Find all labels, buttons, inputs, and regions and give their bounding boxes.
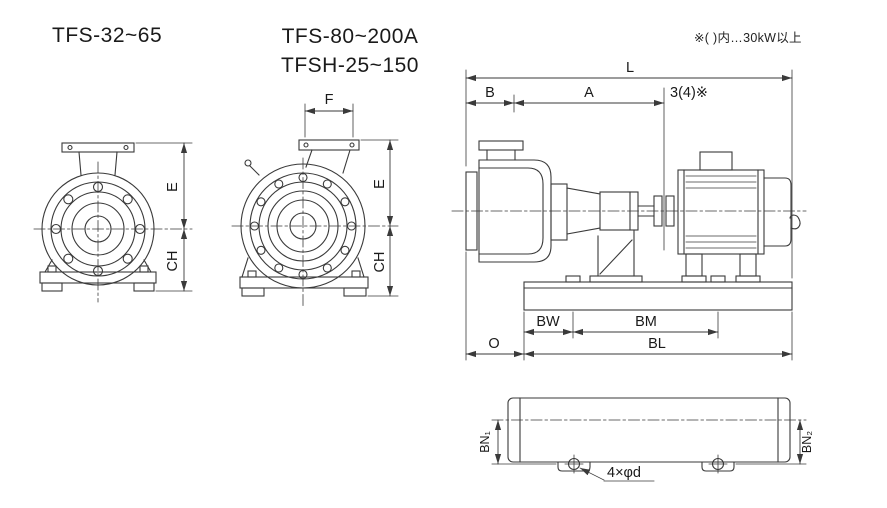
dim-label-a: A <box>584 85 594 101</box>
motor-foot-front <box>685 253 703 277</box>
dim-label-o: O <box>488 336 499 352</box>
dim-label-bn2: BN₂ <box>800 431 814 453</box>
suction-flange <box>298 139 360 151</box>
bearing-housing <box>599 191 639 231</box>
seal-housing <box>550 183 568 241</box>
dim-label-coupling-gap: 3(4)※ <box>670 85 708 101</box>
suction-flange <box>465 171 478 251</box>
dim-label-f: F <box>325 92 334 108</box>
anchor-bolt-pad-rear <box>710 275 726 283</box>
dim-label-bw: BW <box>536 314 560 330</box>
pump-volute <box>478 159 552 263</box>
baseplate-outline <box>507 397 791 463</box>
coupling-half-motor <box>665 195 675 227</box>
baseplate-plan-drawing: BN₁ BN₂ 4×φd <box>478 397 814 482</box>
model-label-line1: TFS-80~200A <box>281 25 419 48</box>
motor-body <box>677 169 765 255</box>
parenthesis-note: ※( )内…30kW以上 <box>694 31 802 45</box>
hole-leader-line <box>579 467 605 481</box>
baseplate <box>523 281 793 311</box>
dim-label-bl: BL <box>648 336 666 352</box>
vent-plug <box>244 159 252 167</box>
terminal-box <box>699 151 733 171</box>
front-view-large-drawing: F E CH <box>231 92 399 307</box>
dim-label-bn1: BN₁ <box>478 431 492 453</box>
dim-label-bm: BM <box>635 314 657 330</box>
pump-base <box>239 276 369 289</box>
dim-label-ch: CH <box>372 252 388 273</box>
dim-label-e: E <box>165 182 181 192</box>
coupling-half-pump <box>653 195 663 227</box>
front-view-small-drawing: E CH <box>33 142 193 303</box>
anchor-bolt-pad-front <box>565 275 581 283</box>
model-label-large-pump: TFS-80~200A TFSH-25~150 <box>258 22 442 80</box>
dim-label-b: B <box>485 85 495 101</box>
dim-label-e: E <box>372 179 388 189</box>
model-label-small-pump: TFS-32~65 <box>52 24 163 47</box>
dim-label-ch: CH <box>165 251 181 272</box>
hole-count-label: 4×φd <box>607 465 641 481</box>
dim-label-l: L <box>626 60 634 76</box>
model-label-line2: TFSH-25~150 <box>281 54 419 77</box>
fan-cover <box>763 177 792 247</box>
motor-foot-rear <box>739 253 757 277</box>
discharge-flange <box>478 140 524 151</box>
side-view-drawing: L B A 3(4)※ BW BM O BL <box>451 60 807 361</box>
suction-flange <box>61 142 135 153</box>
